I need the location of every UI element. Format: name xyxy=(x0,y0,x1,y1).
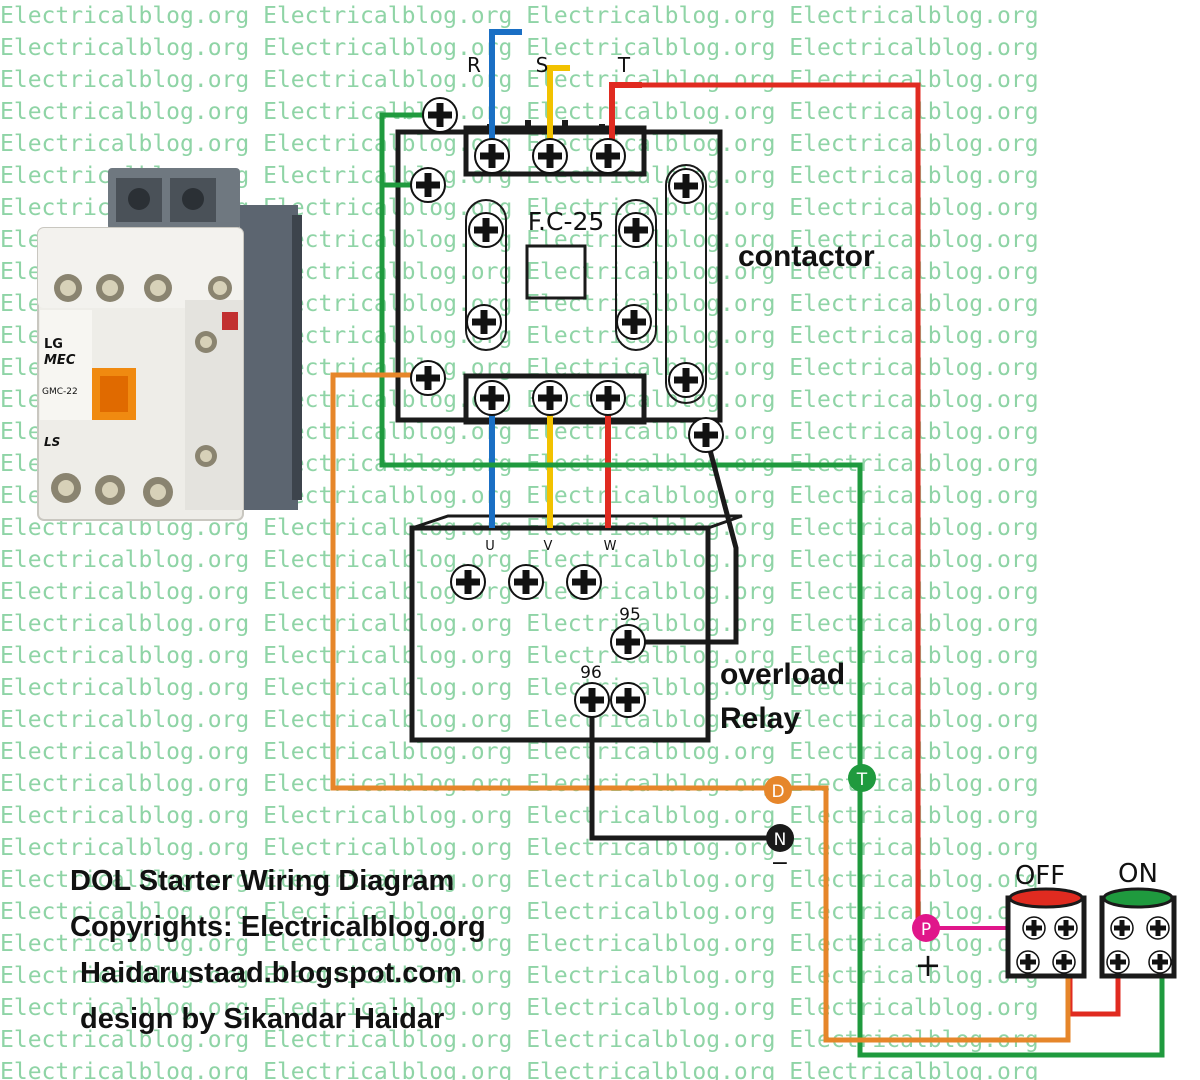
contactor-model-label: F.C-25 xyxy=(528,207,605,236)
node-t-label: T xyxy=(856,770,868,790)
photo-logo: LS xyxy=(44,435,60,449)
diagram-caption: DOL Starter Wiring Diagram Copyrights: E… xyxy=(70,858,486,1042)
terminal-95-label: 95 xyxy=(619,605,641,625)
off-push-button: OFF xyxy=(1005,861,1087,979)
caption-title: DOL Starter Wiring Diagram xyxy=(70,865,455,897)
watermark-line: Electricalblog.org Electricalblog.org El… xyxy=(0,707,1039,733)
on-button-label: ON xyxy=(1118,859,1158,889)
phase-r-label: R xyxy=(467,53,481,77)
phase-s-label: S xyxy=(536,53,549,77)
caption-copyright: Copyrights: Electricalblog.org xyxy=(70,911,486,943)
watermark-line: Electricalblog.org Electricalblog.org El… xyxy=(0,867,1039,893)
photo-model: GMC-22 xyxy=(42,387,78,397)
watermark-line: Electricalblog.org Electricalblog.org El… xyxy=(0,643,1039,669)
photo-brand-bottom: MEC xyxy=(44,353,76,368)
watermark-line: Electricalblog.org Electricalblog.org El… xyxy=(0,99,1039,125)
watermark-line: Electricalblog.org Electricalblog.org El… xyxy=(0,803,1039,829)
node-p-label: P xyxy=(921,920,931,940)
terminal-w-label: W xyxy=(604,539,617,554)
contactor-photo: LG MEC GMC-22 LS xyxy=(37,168,302,521)
node-d: D xyxy=(764,776,792,804)
terminal-v-label: V xyxy=(544,539,553,554)
wire-s-phase-line xyxy=(547,65,570,158)
node-p-sign: + xyxy=(915,946,942,984)
node-p: P + xyxy=(912,914,941,984)
node-n: N − xyxy=(766,824,794,876)
watermark-line: Electricalblog.org Electricalblog.org El… xyxy=(0,35,1039,61)
contactor-load-terminals xyxy=(474,380,626,416)
off-button-label: OFF xyxy=(1015,861,1065,891)
contactor-label: contactor xyxy=(738,240,875,273)
watermark-line: Electricalblog.org Electricalblog.org El… xyxy=(0,1059,1039,1080)
watermark-line: Electricalblog.org Electricalblog.org El… xyxy=(0,963,1039,989)
watermark-line: Electricalblog.org Electricalblog.org El… xyxy=(0,131,1039,157)
wire-orange-coil xyxy=(330,372,1071,1043)
overload-label-line2: Relay xyxy=(720,702,800,735)
watermark-line: Electricalblog.org Electricalblog.org El… xyxy=(0,611,1039,637)
watermark-line: Electricalblog.org Electricalblog.org El… xyxy=(0,675,1039,701)
photo-brand-top: LG xyxy=(44,337,63,352)
on-push-button: ON xyxy=(1099,859,1177,979)
watermark-line: Electricalblog.org Electricalblog.org El… xyxy=(0,899,1039,925)
contactor-line-terminals xyxy=(474,138,626,174)
node-d-label: D xyxy=(771,782,784,802)
wire-black-96-neutral xyxy=(589,700,780,841)
wire-black-95 xyxy=(628,434,739,645)
wire-r-phase-line xyxy=(489,29,522,158)
contactor-body: F.C-25 xyxy=(395,120,723,425)
node-n-label: N xyxy=(774,830,787,850)
caption-blog: Haidarustaad.blogspot.com xyxy=(80,957,462,989)
watermark-line: Electricalblog.org Electricalblog.org El… xyxy=(0,3,1039,29)
watermark-line: Electricalblog.org Electricalblog.org El… xyxy=(0,995,1039,1021)
node-t: T xyxy=(848,764,876,792)
watermark-line: Electricalblog.org Electricalblog.org El… xyxy=(0,835,1039,861)
node-n-sign: − xyxy=(771,851,789,876)
wire-t-control xyxy=(612,82,921,928)
watermark-line: Electricalblog.org Electricalblog.org El… xyxy=(0,931,1039,957)
overload-label-line1: overload xyxy=(720,658,845,691)
watermark-line: Electricalblog.org Electricalblog.org El… xyxy=(0,67,1039,93)
terminal-96-label: 96 xyxy=(580,663,602,683)
overload-terminals xyxy=(450,564,646,718)
wire-green-hold xyxy=(379,112,1165,1058)
terminal-u-label: U xyxy=(485,539,495,554)
phase-t-label: T xyxy=(617,53,631,77)
watermark-line: Electricalblog.org Electricalblog.org El… xyxy=(0,739,1039,765)
caption-author: design by Sikandar Haidar xyxy=(80,1003,445,1035)
